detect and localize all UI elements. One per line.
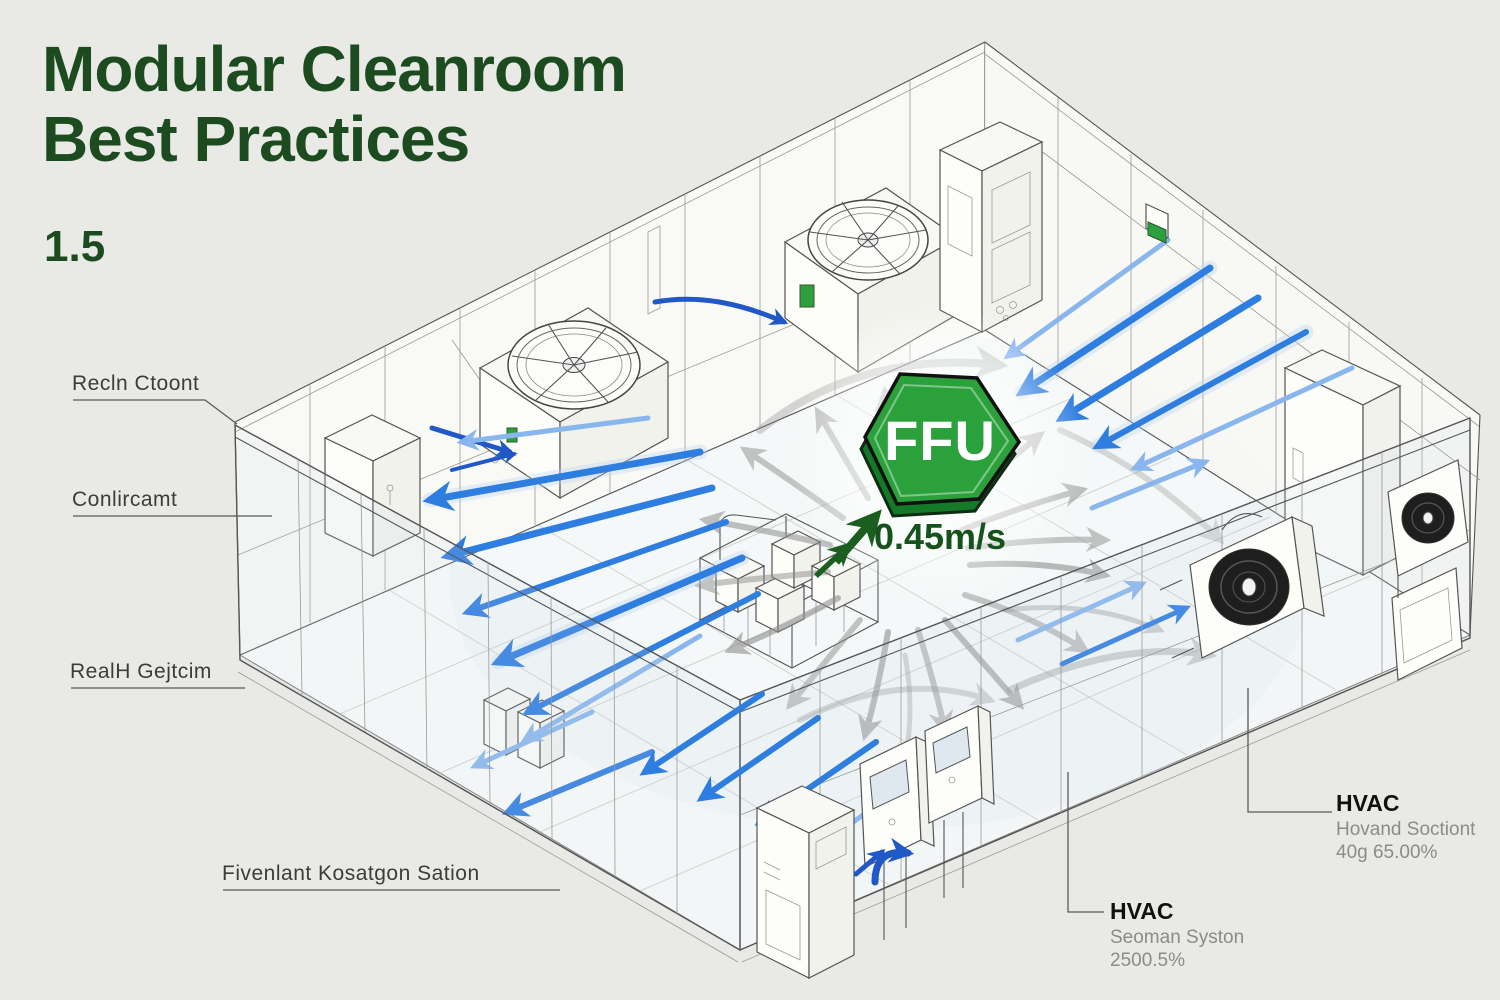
hvac-callout-1-subtitle: Hovand Soctiont bbox=[1336, 818, 1476, 840]
callout-left-4: Fivenlant Kosatgon Sation bbox=[222, 862, 480, 885]
ffu-velocity-value: 0.45m/s bbox=[873, 516, 1007, 557]
callout-left-2: Conlircamt bbox=[72, 488, 178, 511]
version-number: 1.5 bbox=[44, 222, 106, 271]
fan-blade-icon bbox=[1401, 492, 1455, 544]
title-line-2: Best Practices bbox=[42, 103, 470, 176]
callout-left-1: Recln Ctoont bbox=[72, 372, 200, 395]
ffu-fan-unit-left bbox=[451, 307, 670, 500]
door-handle-green bbox=[1145, 203, 1169, 244]
hvac-callout-2-subtitle: Seoman Syston bbox=[1110, 926, 1245, 948]
velocity-arrow-green bbox=[814, 509, 882, 579]
hvac-fan-unit-2 bbox=[1387, 459, 1469, 681]
floor-cabinet bbox=[755, 785, 856, 979]
pipe-elbow bbox=[853, 837, 915, 886]
ffu-badge-label: FFU bbox=[884, 409, 996, 472]
control-box-1 bbox=[859, 736, 935, 940]
hvac-callout-2-title: HVAC bbox=[1110, 898, 1174, 924]
fan-blade-icon bbox=[807, 199, 929, 281]
ffu-fan-unit-center bbox=[783, 187, 960, 374]
airflow-blue-arrows bbox=[422, 237, 1355, 817]
hvac-callout-2-value: 2500.5% bbox=[1110, 950, 1186, 972]
hvac-callout-1: HVAC Hovand Soctiont 40g 65.00% bbox=[1336, 790, 1475, 865]
control-cabinet-top bbox=[938, 121, 1044, 333]
callout-leader-lines bbox=[71, 399, 1332, 913]
hvac-fan-unit-1 bbox=[1159, 513, 1325, 659]
hvac-callout-2: HVAC Seoman Syston 2500.5% bbox=[1110, 898, 1244, 973]
title-line-1: Modular Cleanroom bbox=[42, 33, 627, 105]
wall-box-left bbox=[323, 414, 422, 557]
control-box-2 bbox=[924, 705, 995, 898]
fan-blade-icon bbox=[507, 320, 641, 410]
hvac-callout-1-value: 40g 65.00% bbox=[1336, 842, 1438, 864]
callout-left-3: RealH Gejtcim bbox=[70, 660, 212, 683]
poster-title: Modular Cleanroom Best Practices bbox=[42, 33, 627, 176]
storage-cabinet-right bbox=[1283, 349, 1402, 576]
hvac-callout-1-title: HVAC bbox=[1336, 790, 1400, 816]
fan-blade-icon bbox=[1208, 548, 1290, 626]
